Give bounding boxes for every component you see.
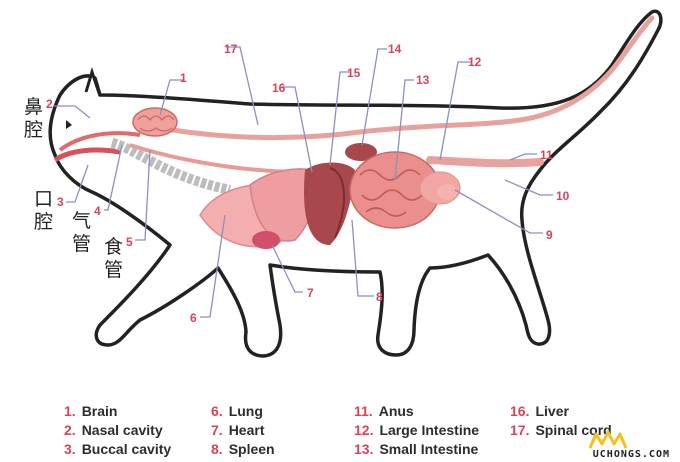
line-5 (135, 149, 151, 241)
buccal-cavity (53, 147, 121, 163)
callout-11: 11 (540, 148, 553, 162)
spinal-cord (157, 15, 655, 141)
callout-8: 8 (376, 290, 383, 304)
legend-num: 12. (354, 422, 374, 438)
callout-9: 9 (546, 228, 553, 242)
legend-num: 7. (211, 422, 223, 438)
legend-item-liver: 16. Liver (510, 403, 569, 419)
callout-7: 7 (307, 286, 314, 300)
label-mouth-cn: 口腔 (34, 188, 55, 233)
legend-num: 16. (510, 403, 530, 419)
label-esophagus-cn: 食管 (104, 236, 125, 281)
legend-num: 6. (211, 403, 223, 419)
legend-item-small-intestine: 13. Small Intestine (354, 441, 478, 457)
line-2 (54, 105, 91, 119)
legend-name: Buccal cavity (81, 441, 172, 457)
callout-5: 5 (126, 235, 133, 249)
line-14 (361, 48, 387, 146)
line-4 (104, 144, 123, 211)
heart (252, 231, 280, 249)
legend-num: 17. (510, 422, 530, 438)
callout-15: 15 (347, 66, 361, 80)
eye-shape (66, 120, 72, 129)
ear-shape (84, 67, 102, 97)
legend-name: Liver (535, 403, 569, 419)
line-8 (351, 219, 374, 297)
legend-item-spleen: 8. Spleen (211, 441, 275, 457)
line-11 (509, 153, 537, 161)
watermark-logo-icon (588, 430, 628, 449)
callout-12: 12 (468, 55, 482, 69)
callout-1: 1 (180, 71, 187, 85)
line-15 (329, 71, 351, 166)
callout-10: 10 (556, 189, 570, 203)
line-16 (281, 86, 313, 173)
callout-14: 14 (388, 42, 402, 56)
line-3 (66, 164, 89, 203)
legend-num: 2. (64, 422, 76, 438)
legend-num: 3. (64, 441, 76, 457)
legend-name: Heart (228, 422, 265, 438)
brain (132, 107, 178, 137)
legend-num: 11. (354, 403, 373, 419)
intestine-coils (359, 169, 423, 217)
spleen (345, 143, 377, 161)
legend-item-spinal-cord: 17. Spinal cord (510, 422, 612, 438)
line-7 (271, 244, 303, 293)
legend-num: 13. (354, 441, 374, 457)
watermark-text: UCHONGS.COM (590, 449, 672, 460)
brain-folds (137, 115, 175, 132)
legend-num: 1. (64, 403, 76, 419)
legend-item-anus: 11. Anus (354, 403, 414, 419)
posterior-tube (426, 156, 544, 168)
line-1 (159, 79, 183, 116)
callout-16: 16 (272, 81, 286, 95)
legend-name: Large Intestine (379, 422, 480, 438)
callout-6: 6 (190, 311, 197, 325)
legend-item-lung: 6. Lung (211, 403, 263, 419)
line-6 (200, 214, 226, 318)
legend-name: Spinal cord (535, 422, 612, 438)
label-nasal-cavity-cn: 鼻腔 (24, 96, 45, 141)
bladder (437, 184, 457, 200)
line-9 (454, 189, 543, 234)
callout-13: 13 (416, 73, 430, 87)
legend-name: Small Intestine (379, 441, 479, 457)
legend-item-buccal-cavity: 3. Buccal cavity (64, 441, 171, 457)
callout-2: 2 (46, 97, 53, 111)
callout-lines (54, 46, 553, 318)
label-trachea-cn: 气管 (72, 210, 93, 255)
legend-name: Spleen (228, 441, 275, 457)
legend-item-brain: 1. Brain (64, 403, 117, 419)
trachea-rings (108, 137, 232, 195)
callout-4: 4 (94, 204, 101, 218)
line-10 (504, 179, 553, 196)
legend-name: Nasal cavity (81, 422, 163, 438)
legend-name: Lung (228, 403, 263, 419)
callout-3: 3 (57, 195, 64, 209)
line-13 (394, 79, 414, 181)
legend-item-heart: 7. Heart (211, 422, 264, 438)
legend-name: Anus (378, 403, 414, 419)
line-12 (439, 61, 472, 161)
legend-name: Brain (81, 403, 118, 419)
callout-17: 17 (224, 42, 238, 56)
stomach-inner (329, 167, 346, 239)
line-17 (226, 46, 259, 126)
legend-item-nasal-cavity: 2. Nasal cavity (64, 422, 163, 438)
nasal-cavity (58, 131, 141, 152)
legend-item-large-intestine: 12. Large Intestine (354, 422, 479, 438)
legend-num: 8. (211, 441, 223, 457)
esophagus (129, 143, 291, 174)
